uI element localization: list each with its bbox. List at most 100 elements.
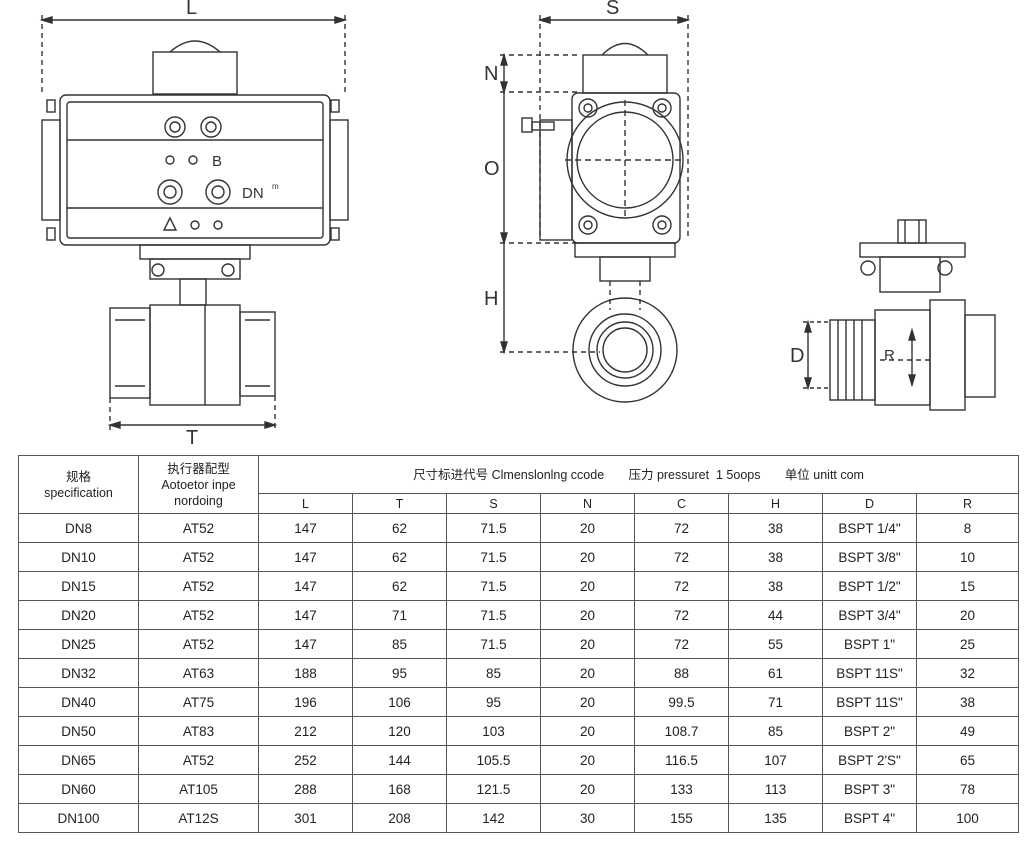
table-cell: 116.5 bbox=[634, 745, 729, 775]
table-cell: 72 bbox=[634, 513, 729, 543]
header-specification: 规格 specification bbox=[18, 455, 139, 514]
table-cell: 147 bbox=[258, 571, 353, 601]
table-cell: 95 bbox=[352, 658, 447, 688]
table-cell: 71.5 bbox=[446, 600, 541, 630]
table-cell: 72 bbox=[634, 600, 729, 630]
port-label-b: B bbox=[212, 153, 222, 170]
table-cell: BSPT 11S" bbox=[822, 687, 917, 717]
header-spec-en: specification bbox=[44, 485, 113, 500]
table-cell: 100 bbox=[915, 803, 1020, 833]
header-dimensions-title: 尺寸标进代号 Clmenslonlng ccode 压力 pressuret 1… bbox=[257, 455, 1020, 494]
dimension-table: 规格 specification 执行器配型 Aotoetor inpe nor… bbox=[18, 455, 1020, 833]
dim-label-t: T bbox=[186, 427, 198, 449]
table-cell: DN65 bbox=[18, 745, 139, 775]
header-actuator-en1: Aotoetor inpe bbox=[161, 477, 236, 492]
table-cell: DN15 bbox=[18, 571, 139, 601]
table-cell: DN10 bbox=[18, 542, 139, 572]
table-cell: 15 bbox=[915, 571, 1020, 601]
dim-label-d: D bbox=[790, 345, 804, 367]
table-cell: 71.5 bbox=[446, 629, 541, 659]
table-cell: 147 bbox=[258, 513, 353, 543]
table-cell: 71.5 bbox=[446, 513, 541, 543]
front-view bbox=[39, 15, 349, 430]
table-cell: 32 bbox=[915, 658, 1020, 688]
table-cell: 71.5 bbox=[446, 571, 541, 601]
column-header: H bbox=[728, 493, 823, 514]
table-cell: AT52 bbox=[138, 571, 259, 601]
table-cell: 288 bbox=[258, 774, 353, 804]
table-cell: 20 bbox=[540, 513, 635, 543]
header-actuator: 执行器配型 Aotoetor inpe nordoing bbox=[138, 455, 259, 514]
table-cell: 25 bbox=[915, 629, 1020, 659]
table-cell: DN50 bbox=[18, 716, 139, 746]
table-cell: 10 bbox=[915, 542, 1020, 572]
table-cell: BSPT 1" bbox=[822, 629, 917, 659]
table-cell: BSPT 1/4" bbox=[822, 513, 917, 543]
table-cell: 72 bbox=[634, 542, 729, 572]
table-cell: 85 bbox=[446, 658, 541, 688]
dim-label-r: R bbox=[884, 347, 895, 364]
table-cell: 301 bbox=[258, 803, 353, 833]
header-actuator-en2: nordoing bbox=[174, 493, 223, 508]
table-cell: AT52 bbox=[138, 542, 259, 572]
table-cell: BSPT 4" bbox=[822, 803, 917, 833]
table-cell: 147 bbox=[258, 629, 353, 659]
table-cell: 108.7 bbox=[634, 716, 729, 746]
column-header: L bbox=[258, 493, 353, 514]
table-cell: AT52 bbox=[138, 600, 259, 630]
port-label-dn: DN bbox=[242, 185, 264, 202]
table-cell: 103 bbox=[446, 716, 541, 746]
table-cell: 20 bbox=[540, 600, 635, 630]
table-cell: AT83 bbox=[138, 716, 259, 746]
table-cell: 133 bbox=[634, 774, 729, 804]
table-cell: 196 bbox=[258, 687, 353, 717]
table-cell: BSPT 2'S" bbox=[822, 745, 917, 775]
table-cell: 85 bbox=[728, 716, 823, 746]
table-cell: 188 bbox=[258, 658, 353, 688]
table-cell: 72 bbox=[634, 629, 729, 659]
table-cell: DN32 bbox=[18, 658, 139, 688]
table-cell: 212 bbox=[258, 716, 353, 746]
table-cell: 55 bbox=[728, 629, 823, 659]
table-cell: 252 bbox=[258, 745, 353, 775]
table-cell: 62 bbox=[352, 513, 447, 543]
dim-label-h: H bbox=[484, 288, 498, 310]
table-cell: DN60 bbox=[18, 774, 139, 804]
table-cell: 168 bbox=[352, 774, 447, 804]
table-cell: AT52 bbox=[138, 745, 259, 775]
table-cell: 62 bbox=[352, 542, 447, 572]
table-cell: 99.5 bbox=[634, 687, 729, 717]
table-cell: 38 bbox=[728, 513, 823, 543]
table-cell: 120 bbox=[352, 716, 447, 746]
table-cell: 107 bbox=[728, 745, 823, 775]
table-cell: BSPT 3/8" bbox=[822, 542, 917, 572]
column-header: D bbox=[822, 493, 917, 514]
table-cell: AT52 bbox=[138, 629, 259, 659]
table-cell: BSPT 3" bbox=[822, 774, 917, 804]
table-cell: AT52 bbox=[138, 513, 259, 543]
table-cell: AT105 bbox=[138, 774, 259, 804]
table-cell: 20 bbox=[540, 658, 635, 688]
table-cell: BSPT 3/4" bbox=[822, 600, 917, 630]
table-cell: 20 bbox=[540, 716, 635, 746]
port-label-dn-sup: m bbox=[272, 182, 279, 191]
table-cell: 20 bbox=[540, 745, 635, 775]
table-cell: 106 bbox=[352, 687, 447, 717]
column-header: S bbox=[446, 493, 541, 514]
table-cell: AT12S bbox=[138, 803, 259, 833]
table-cell: 20 bbox=[540, 571, 635, 601]
table-cell: 71 bbox=[352, 600, 447, 630]
table-cell: 147 bbox=[258, 600, 353, 630]
table-cell: BSPT 2" bbox=[822, 716, 917, 746]
table-cell: 85 bbox=[352, 629, 447, 659]
table-cell: 30 bbox=[540, 803, 635, 833]
dim-label-s: S bbox=[606, 0, 619, 19]
